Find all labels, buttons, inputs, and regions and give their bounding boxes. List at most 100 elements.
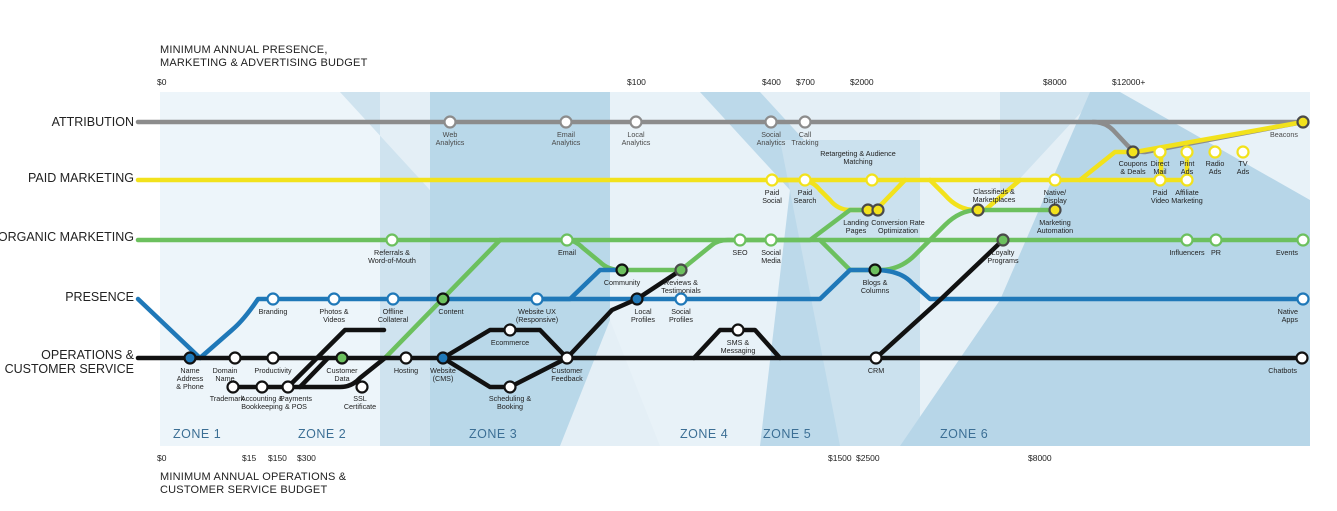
station-marker [335,351,349,365]
station-marker [674,263,688,277]
station-label: Influencers [1169,248,1205,257]
bottom-budget-tick: $2500 [856,453,880,463]
station-label: Direct Mail [1150,159,1170,176]
station-label: Retargeting & Audience Matching [820,149,896,166]
station-marker [443,115,457,129]
station-marker [1048,173,1062,187]
top-budget-tick: $700 [796,77,815,87]
route-ops [285,355,388,390]
station-marker [385,233,399,247]
bottom-budget-tick: $1500 [828,453,852,463]
station-marker [674,292,688,306]
station-label: Events [1276,248,1298,257]
line-name-organic-marketing: ORGANIC MARKETING [0,230,134,244]
route-ops [873,237,1006,361]
station-label: Native Apps [1277,307,1298,324]
stations [183,115,1310,394]
station-marker [503,323,517,337]
zone-shape [780,140,920,446]
station-marker [1296,115,1310,129]
station-marker [1236,145,1250,159]
station-label: SSL Certificate [343,394,377,411]
station-label: SMS & Messaging [720,338,756,355]
top-budget-title: MINIMUM ANNUAL PRESENCE, MARKETING & ADV… [160,44,368,69]
zone-label: ZONE 6 [940,427,989,441]
station-label: Beacons [1270,130,1298,139]
station-marker [871,203,885,217]
zone-label: ZONE 2 [298,427,347,441]
station-marker [386,292,400,306]
station-label: Productivity [254,366,292,375]
route-presence [534,267,1306,302]
station-marker [266,351,280,365]
station-label: Chatbots [1268,366,1297,375]
station-label: Trademark [209,394,245,403]
station-marker [1153,145,1167,159]
station-label: Conversion Rate Optimization [871,218,925,235]
bottom-budget-tick: $0 [157,453,167,463]
station-label: Website (CMS) [430,366,456,383]
bottom-budget-tick: $300 [297,453,316,463]
station-marker [399,351,413,365]
route-ops [564,267,684,361]
station-label: PR [1211,248,1221,257]
station-label: Referrals & Word-of-Mouth [368,248,416,265]
station-marker [436,292,450,306]
station-label: Website UX (Responsive) [515,307,559,324]
station-label: Scheduling & Booking [488,394,532,411]
station-marker [798,115,812,129]
station-label: Web Analytics [435,130,465,147]
station-label: Radio Ads [1205,159,1225,176]
station-label: Native/ Display [1043,188,1067,205]
zone-label: ZONE 4 [680,427,729,441]
station-marker [226,380,240,394]
station-marker [731,323,745,337]
station-label: Domain Name [212,366,238,383]
station-marker [1208,145,1222,159]
station-label: Paid Search [793,188,817,205]
station-label: Social Media [761,248,781,265]
station-label: Marketing Automation [1036,218,1074,235]
station-marker [765,173,779,187]
station-marker [1209,233,1223,247]
station-label: Email [558,248,576,257]
station-label: Landing Pages [843,218,869,235]
zone-shape [1000,92,1100,200]
station-marker [996,233,1010,247]
station-label: Paid Video [1150,188,1170,205]
station-label: Email Analytics [551,130,581,147]
top-budget-tick: $8000 [1043,77,1067,87]
station-label: CRM [867,366,885,375]
station-marker [560,351,574,365]
station-label: Accounting & Bookkeeping [240,394,284,411]
station-label: Affiliate Marketing [1171,188,1203,205]
zone-label: ZONE 3 [469,427,518,441]
station-marker [436,351,450,365]
station-label: Community [603,278,641,287]
line-name-paid-marketing: PAID MARKETING [27,171,134,185]
station-label: Local Profiles [631,307,655,324]
station-marker [1296,233,1310,247]
top-budget-tick: $100 [627,77,646,87]
line-name-attribution: ATTRIBUTION [51,115,134,129]
route-ops [297,355,331,390]
station-marker [865,173,879,187]
station-label: Hosting [393,366,419,375]
station-marker [559,115,573,129]
line-name-operations: OPERATIONS & CUSTOMER SERVICE [4,348,134,376]
station-marker [733,233,747,247]
station-marker [1180,233,1194,247]
station-label: Social Profiles [669,307,693,324]
station-marker [1180,145,1194,159]
station-label: TV Ads [1236,159,1250,176]
station-label: Loyalty Programs [987,248,1019,265]
station-marker [798,173,812,187]
station-label: Call Tracking [791,130,819,147]
station-label: Content [438,307,464,316]
station-marker [355,380,369,394]
top-budget-tick: $12000+ [1112,77,1146,87]
station-marker [1180,173,1194,187]
station-marker [281,380,295,394]
